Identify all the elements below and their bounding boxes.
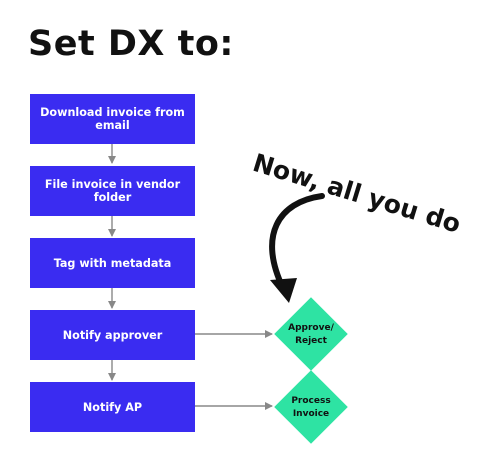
curved-arrow <box>269 193 325 303</box>
step-download-invoice: Download invoice from email <box>30 94 195 144</box>
decision-approve-reject-label: Approve/ Reject <box>288 323 334 346</box>
step-file-invoice: File invoice in vendor folder <box>30 166 195 216</box>
step-tag-metadata: Tag with metadata <box>30 238 195 288</box>
step-notify-ap: Notify AP <box>30 382 195 432</box>
step-notify-approver: Notify approver <box>30 310 195 360</box>
decision-process-invoice-label: Process Invoice <box>291 396 331 419</box>
page-title: Set DX to: <box>28 24 234 64</box>
